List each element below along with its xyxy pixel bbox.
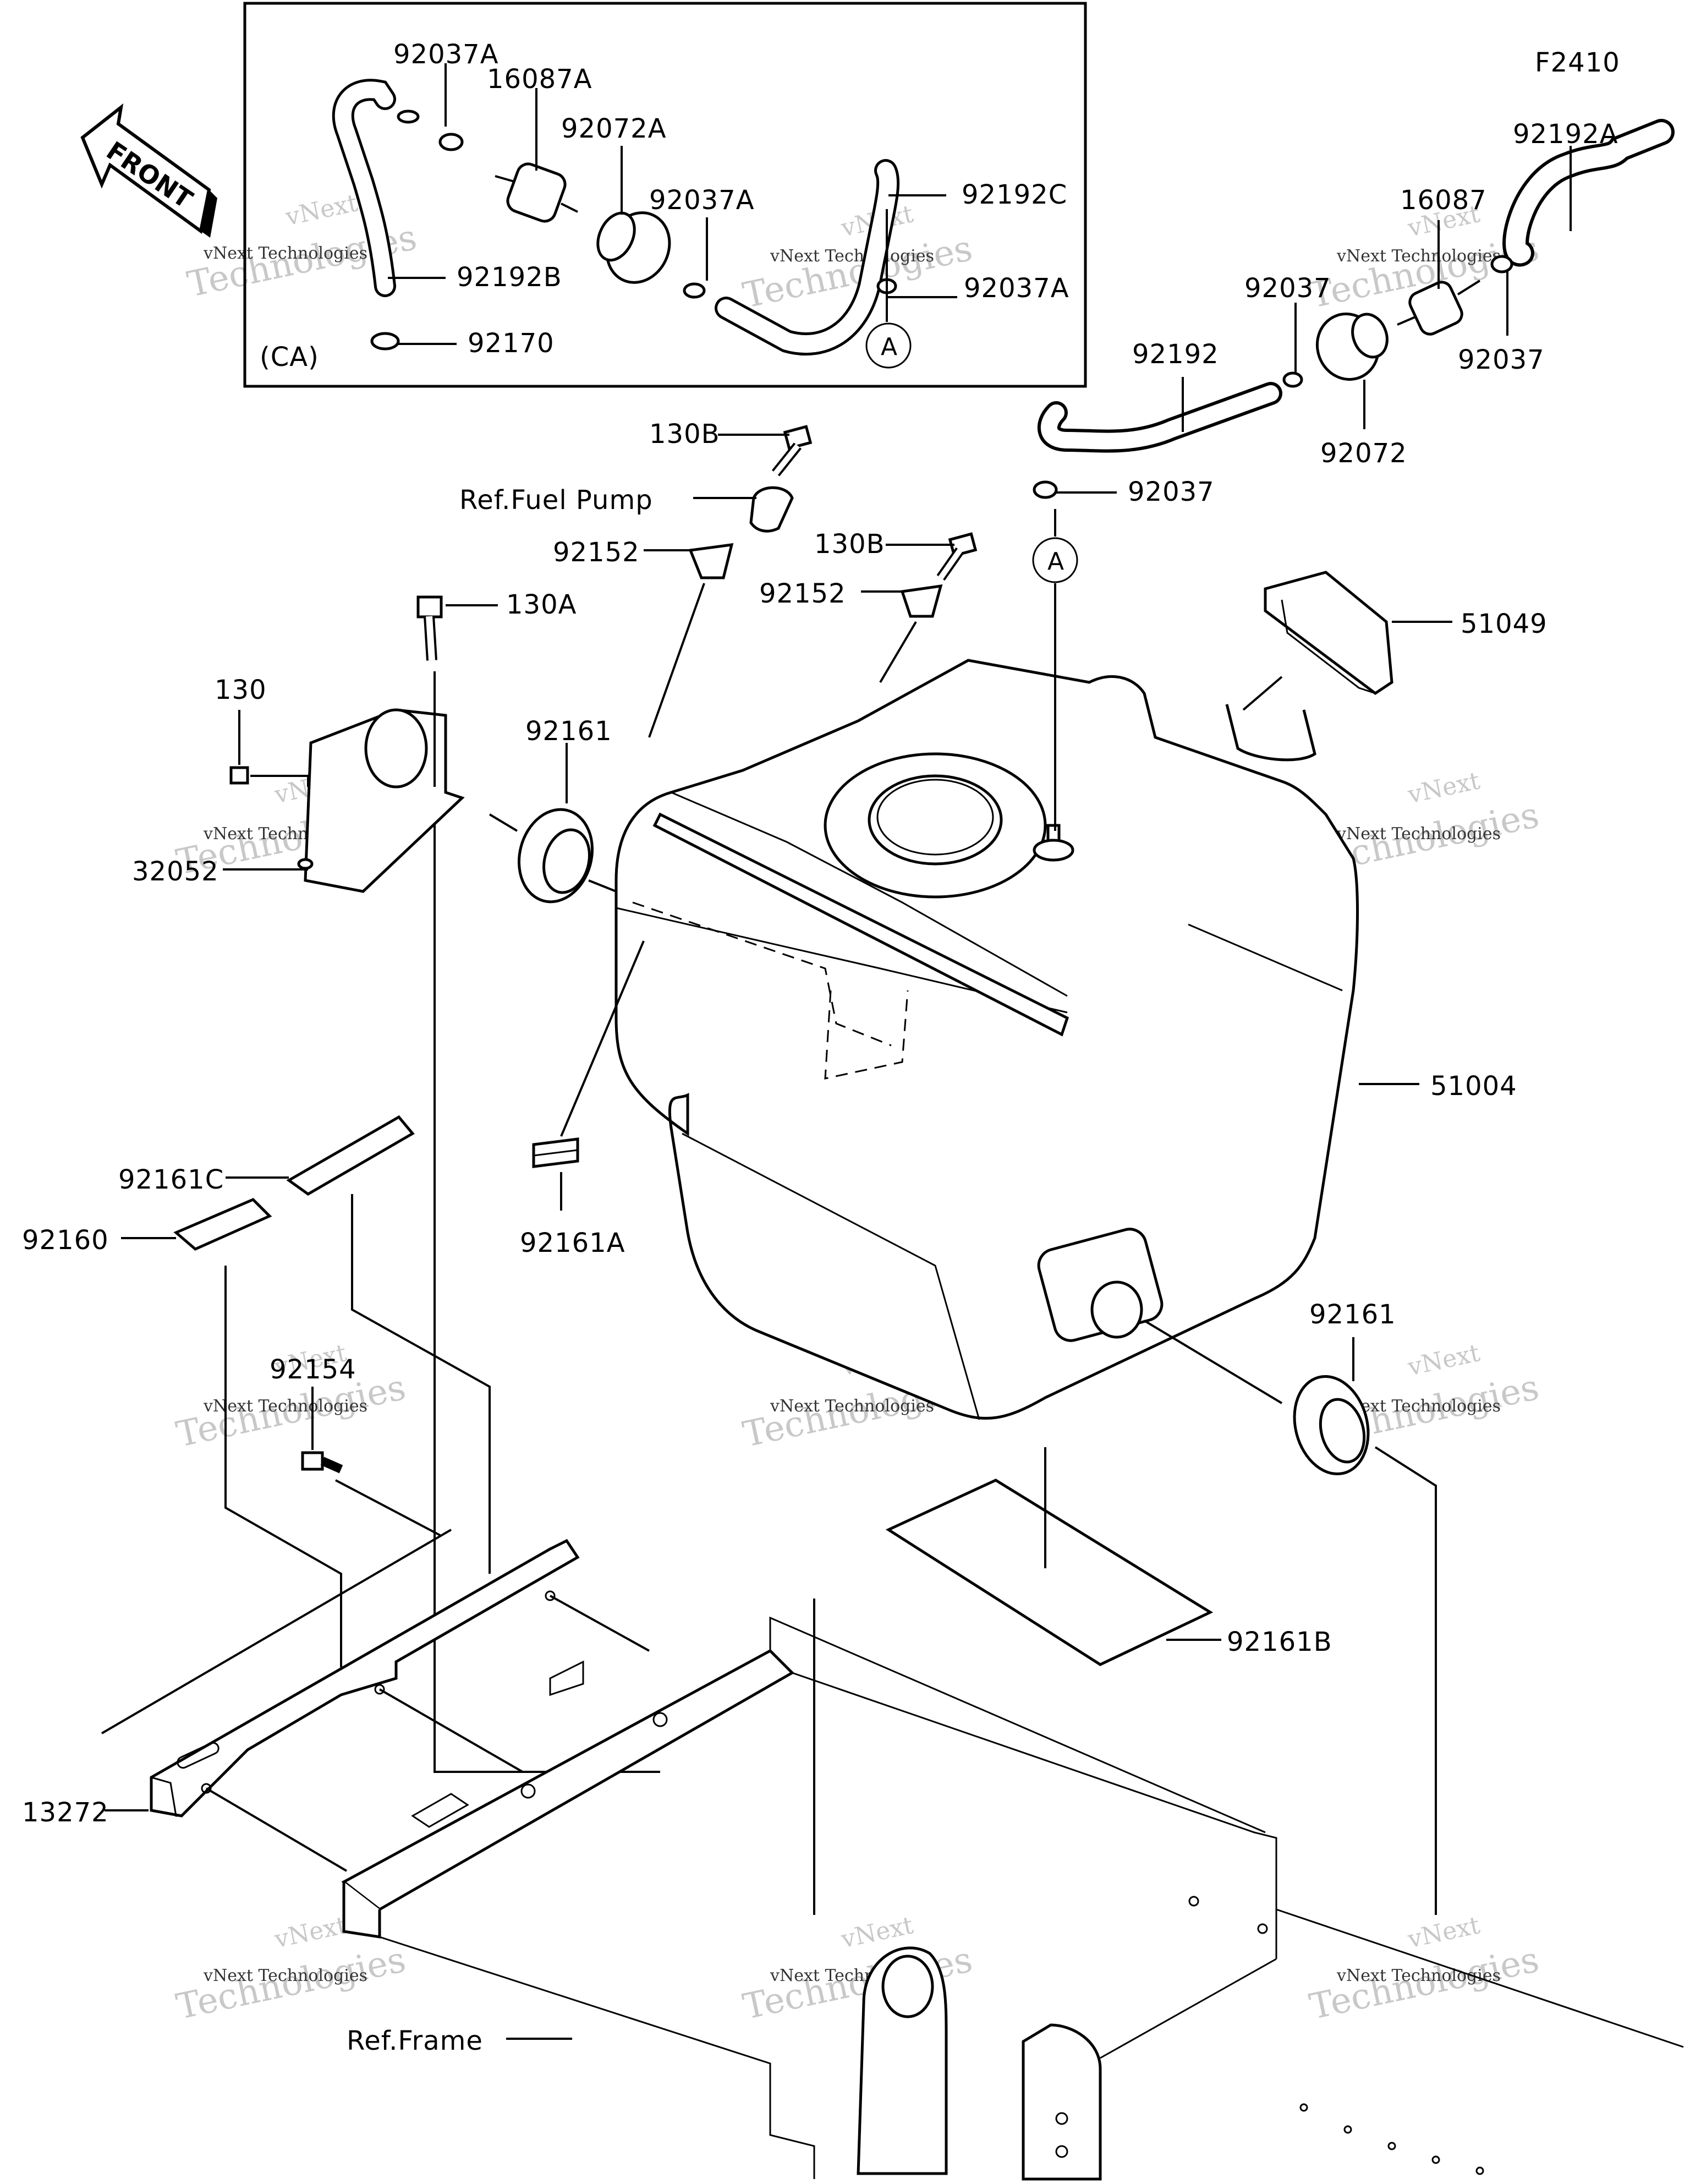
label-130b: 130B [649, 419, 720, 450]
front-arrow: FRONT [80, 103, 217, 238]
watermark-caption: vNext Technologies [1336, 1966, 1501, 1985]
inset-tag: (CA) [260, 342, 319, 373]
pad-92161b: 92161B [813, 1447, 1332, 1915]
watermark-text: vNext [283, 189, 360, 232]
label-16087: 16087 [1400, 185, 1487, 216]
pad-92161a: 92161A [520, 940, 645, 1258]
grommet-92161-right: 92161 [1143, 1299, 1437, 1915]
label-92161: 92161 [525, 716, 612, 747]
breather-assembly: A 92192A 16087 92037 92037 92192 92072 9… [1032, 119, 1675, 583]
label-ref-fuel-pump: Ref.Fuel Pump [459, 485, 653, 516]
label-130b: 130B [814, 529, 885, 560]
watermark-caption: vNext Technologies [203, 1397, 367, 1416]
label-51004: 51004 [1430, 1071, 1517, 1102]
label-92192: 92192 [1132, 339, 1219, 370]
reference-marker-label: A [881, 333, 897, 361]
watermark-text: vNext [1405, 1911, 1483, 1954]
label-92037a: 92037A [964, 273, 1069, 304]
label-92161: 92161 [1309, 1299, 1396, 1330]
tank-rail [652, 812, 1069, 1037]
watermark: vNext Technologies [173, 1339, 409, 1455]
filler-neck [1225, 704, 1316, 762]
label-92037: 92037 [1458, 344, 1545, 375]
bolt-130b [783, 425, 813, 450]
label-92154: 92154 [270, 1354, 356, 1385]
label-16087a: 16087A [487, 64, 592, 95]
watermark-text: vNext [1405, 767, 1483, 809]
fuel-pump-ref [749, 486, 794, 533]
bolt-130a [416, 595, 443, 618]
label-13272: 13272 [22, 1797, 109, 1828]
label-92192a: 92192A [1513, 119, 1618, 150]
inset-ca-box: (CA) A 92037A 1 [243, 2, 1087, 388]
watermark-caption: vNext Technologies [770, 247, 934, 266]
clamp-92037a [438, 133, 464, 151]
label-92152: 92152 [759, 578, 846, 609]
clamp-92170 [370, 332, 400, 351]
pads-left: 92161C 92160 [22, 1115, 491, 1667]
frame-ref: Ref.Frame [341, 1616, 1684, 2181]
label-92037: 92037 [1128, 477, 1215, 507]
grommet-92161-left: 92161 [489, 716, 617, 904]
watermark-text: vNext [272, 1911, 349, 1954]
label-92170: 92170 [468, 328, 555, 359]
label-92037a: 92037A [393, 39, 499, 70]
label-51049: 51049 [1461, 609, 1548, 639]
reference-marker-a [865, 322, 912, 369]
watermark-caption: vNext Technologies [203, 1966, 367, 1985]
upper-small-parts: 130B Ref.Fuel Pump 92152 130B 92152 130A [416, 419, 978, 1773]
clamp-92037 [1490, 255, 1513, 273]
watermark-caption: vNext Technologies [770, 1397, 934, 1416]
label-92037: 92037 [1244, 273, 1331, 304]
label-92192c: 92192C [962, 179, 1067, 210]
label-92160: 92160 [22, 1225, 109, 1256]
filter-16087a [506, 162, 567, 223]
reference-marker-label: A [1047, 548, 1064, 576]
figure-code: F2410 [1535, 47, 1620, 78]
collar-92152 [900, 584, 943, 618]
pad-92161c [286, 1115, 415, 1196]
watermark-caption: vNext Technologies [1336, 247, 1501, 266]
pad-92160 [173, 1198, 272, 1251]
fuel-tank-51004: 51004 [614, 583, 1517, 1420]
label-32052: 32052 [132, 856, 219, 887]
label-130: 130 [215, 675, 267, 705]
label-92152: 92152 [553, 537, 640, 568]
label-92072a: 92072A [561, 113, 667, 144]
bracket-13272: 13272 [22, 1529, 650, 1872]
watermark: vNext Technologies [1306, 1911, 1543, 2028]
label-130a: 130A [506, 589, 577, 620]
label-ref-frame: Ref.Frame [347, 2026, 483, 2056]
label-92037a: 92037A [649, 185, 755, 216]
label-92161c: 92161C [118, 1164, 224, 1195]
label-92161a: 92161A [520, 1228, 625, 1258]
collar-92152 [688, 543, 734, 579]
reference-marker-a [1032, 537, 1078, 583]
cap-51049: 51049 [1242, 571, 1548, 711]
label-92161b: 92161B [1227, 1627, 1332, 1657]
bracket-32052: 130 32052 [132, 671, 465, 893]
label-92072: 92072 [1320, 438, 1407, 469]
watermark-caption: vNext Technologies [203, 244, 367, 263]
label-92192b: 92192B [457, 262, 562, 293]
bolt-130 [229, 766, 249, 785]
watermark-text: vNext [1405, 1339, 1483, 1382]
inset-border [243, 2, 1087, 388]
bolt-92154: 92154 [270, 1354, 441, 1536]
watermark-caption: vNext Technologies [1336, 824, 1501, 844]
